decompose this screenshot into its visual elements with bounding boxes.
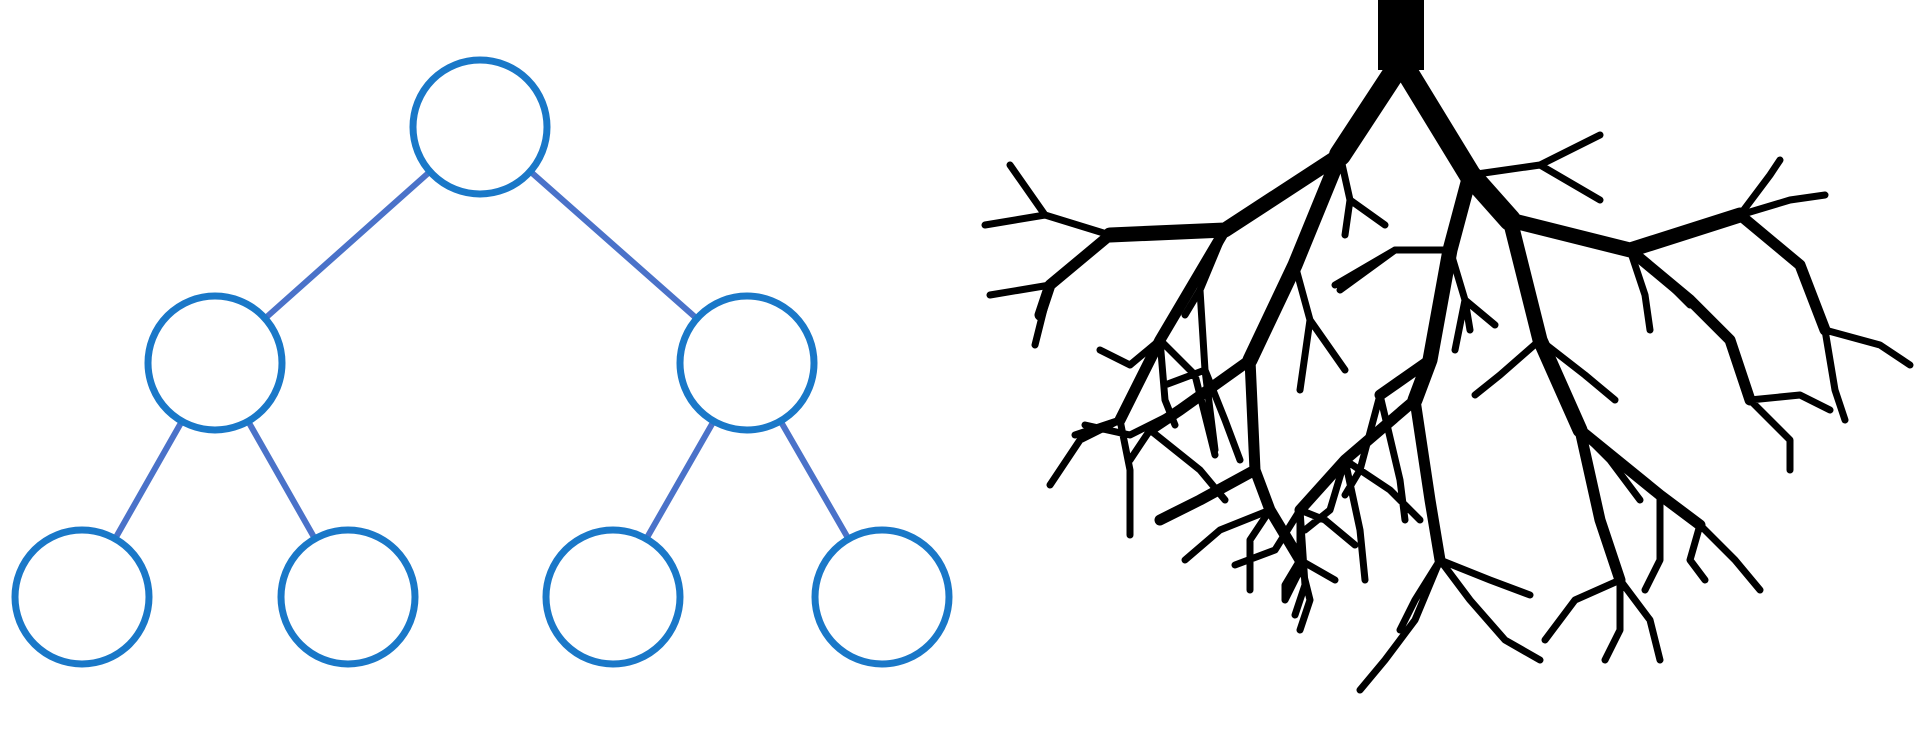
tree-edge-right-child-to-right-right-leaf [777, 418, 852, 542]
tree-node-root [409, 56, 551, 198]
root-fine-branches [981, 131, 1914, 694]
tree-edge-right-child-to-right-left-leaf [643, 418, 717, 542]
tree-nodes [11, 56, 953, 668]
tree-node-right-left-leaf [542, 526, 684, 668]
binary-tree-diagram [11, 56, 953, 668]
root-tertiary-branches [1034, 209, 1831, 586]
tree-edge-left-child-to-left-right-leaf [245, 418, 318, 542]
tree-edge-root-to-right-child [527, 168, 700, 322]
root-primary-branches [1329, 51, 1521, 231]
tree-node-right-right-leaf [811, 526, 953, 668]
tree-node-left-right-leaf [277, 526, 419, 668]
tree-edge-left-child-to-left-left-leaf [112, 418, 185, 542]
tree-node-left-left-leaf [11, 526, 153, 668]
tree-edge-root-to-left-child [262, 168, 433, 322]
tree-node-right-child [676, 292, 818, 434]
tree-edges [112, 168, 852, 542]
tree-roots-icon [981, 0, 1914, 694]
tree-node-left-child [144, 292, 286, 434]
